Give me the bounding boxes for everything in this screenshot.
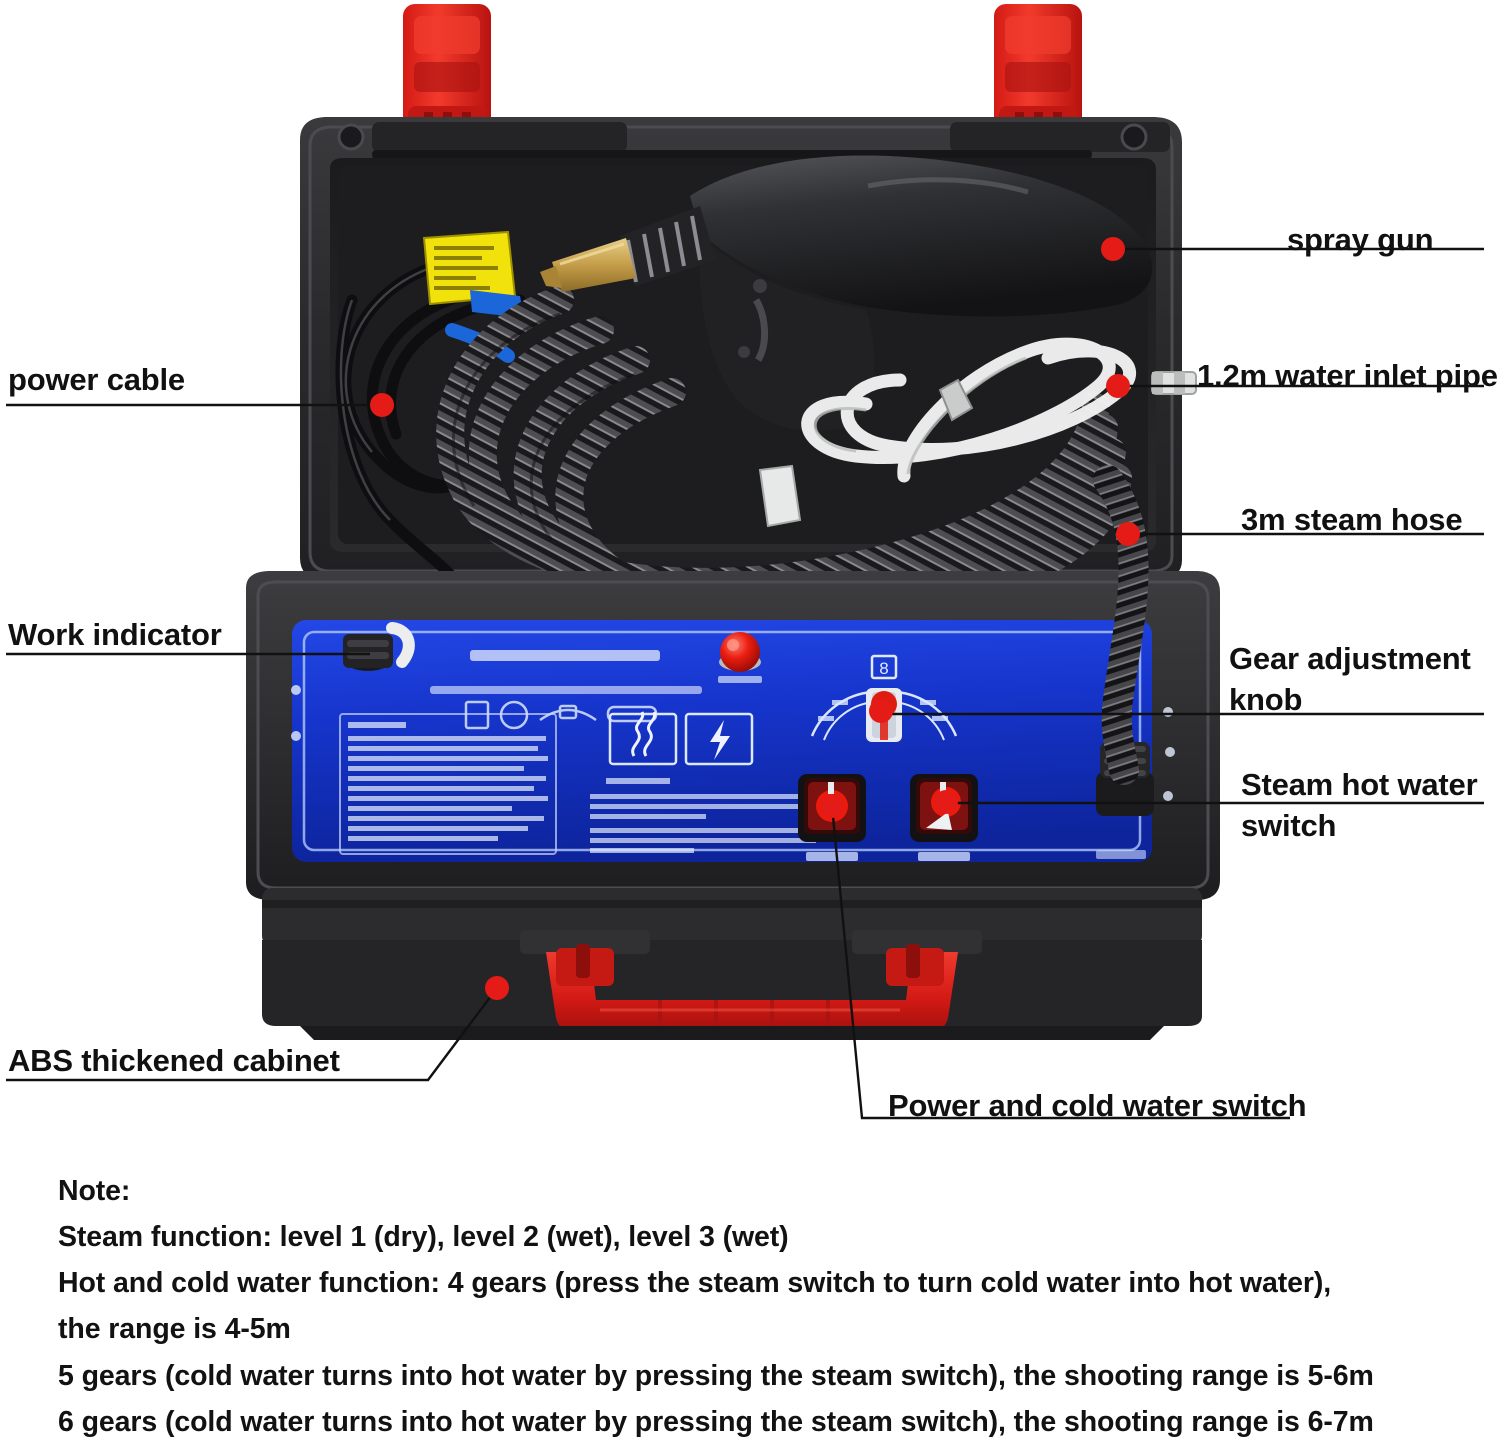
dot-water-inlet-pipe (1106, 374, 1130, 398)
warning-tag (422, 230, 517, 306)
callout-label-water-inlet-pipe: 1.2m water inlet pipe (1197, 358, 1498, 393)
work-indicator-lamp (718, 632, 762, 683)
brass-nozzle (540, 238, 636, 292)
control-panel: 8 (291, 620, 1175, 862)
panel-instruction-block-left (339, 713, 557, 855)
case-base: 8 (246, 465, 1220, 1040)
note-line-4: 5 gears (cold water turns into hot water… (58, 1359, 1374, 1392)
callout-label-power-cold-water-switch: Power and cold water switch (888, 1088, 1307, 1123)
power-cable-highlight (339, 266, 431, 521)
note-heading: Note: (58, 1175, 131, 1207)
callout-leaders (6, 247, 1484, 1120)
panel-instruction-block-right (590, 778, 830, 853)
dot-power-cable (370, 393, 394, 417)
panel-warning-icons (608, 711, 754, 766)
dot-gear-knob (869, 699, 893, 723)
leader-power-cold-water-switch (830, 805, 1290, 1120)
dot-spray-gun (1101, 237, 1125, 261)
dot-power-cold-water-switch (820, 794, 844, 818)
note-line-2: Hot and cold water function: 4 gears (pr… (58, 1267, 1332, 1300)
spray-gun (540, 155, 1153, 432)
water-inlet-pipe-shade (813, 356, 1027, 475)
note-block: Note: Steam function: level 1 (dry), lev… (58, 1168, 1478, 1445)
callout-label-work-indicator: Work indicator (8, 617, 222, 652)
callout-label-steam-hose: 3m steam hose (1241, 502, 1463, 537)
svg-text:8: 8 (879, 659, 888, 678)
gun-barrel (620, 206, 716, 286)
steam-hose-coil-shade (451, 312, 637, 541)
callout-label-power-cable: power cable (8, 362, 185, 397)
water-inlet-pipe (801, 337, 1136, 483)
pipe-fitting (1151, 371, 1197, 395)
dot-steam-hot-water-switch (934, 790, 958, 814)
note-line-3: the range is 4-5m (58, 1313, 291, 1346)
note-line-5: 6 gears (cold water turns into hot water… (58, 1405, 1374, 1438)
callout-label-spray-gun: spray gun (1287, 222, 1434, 257)
dot-abs-cabinet (485, 976, 509, 1000)
note-line-1: Steam function: level 1 (dry), level 2 (… (58, 1221, 789, 1254)
callout-label-steam-hot-water-switch: Steam hot water switch (1241, 767, 1478, 843)
callout-label-gear-adjustment-knob: Gear adjustment knob (1229, 641, 1471, 717)
cable-gland (343, 622, 415, 671)
carry-handle (546, 944, 958, 1036)
callout-dots (370, 237, 1140, 1000)
dot-steam-hose (1116, 522, 1140, 546)
callout-label-abs-cabinet: ABS thickened cabinet (8, 1043, 340, 1078)
leader-abs-cabinet (6, 987, 498, 1082)
